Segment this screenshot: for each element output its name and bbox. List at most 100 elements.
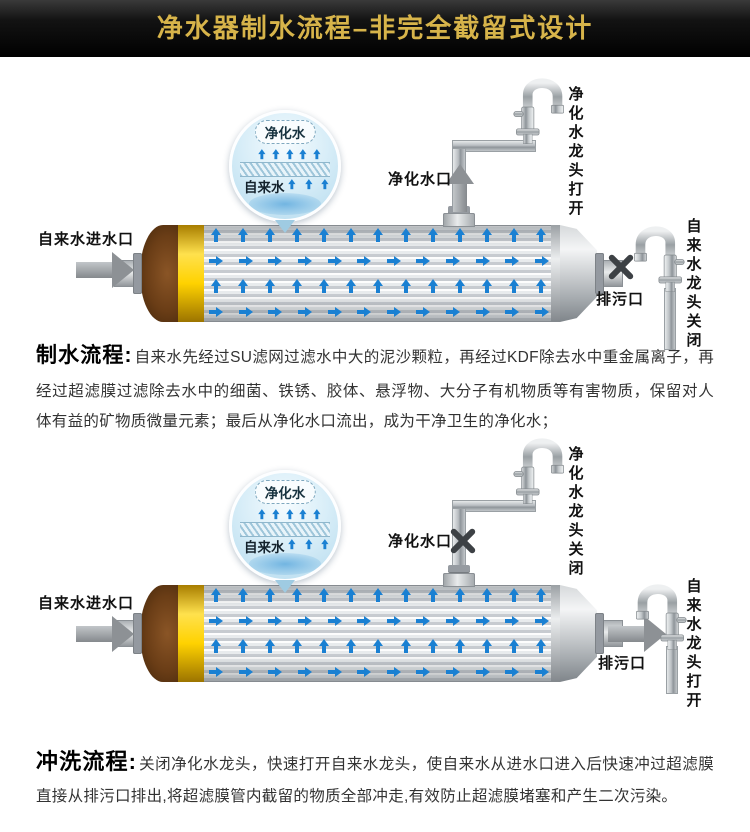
tap-water-faucet-icon [632,576,688,650]
up-arrow-icon [237,638,248,654]
up-arrow-icon [482,278,493,294]
right-arrow-icon [238,615,253,626]
inlet-label: 自来水进水口 [38,231,135,248]
up-arrow-icon [346,638,357,654]
tap-water-faucet-icon [630,218,686,292]
up-arrow-icon [210,638,221,654]
up-arrow-icon [427,278,438,294]
right-arrow-icon [475,306,490,317]
up-arrow-icon [287,179,296,190]
water-making-description: 制水流程:自来水先经过SU滤网过滤水中大的泥沙颗粒，再经过KDF除去水中重金属离… [36,336,714,437]
right-arrow-icon [475,666,490,677]
up-arrow-icon [320,539,329,550]
up-arrow-icon [271,509,279,520]
up-arrow-icon [210,278,221,294]
inlet-flow-arrow-icon [76,616,134,652]
up-arrow-icon [482,588,493,603]
membrane-hatch [240,162,330,177]
water [248,193,322,215]
right-arrow-icon [356,615,371,626]
section-title: 冲洗流程: [36,749,138,774]
up-arrow-icon [287,539,296,550]
up-arrow-icon [271,149,279,160]
right-arrow-icon [415,615,430,626]
up-arrow-icon [400,228,411,243]
outlet-pipe-horizontal [452,140,536,152]
up-arrow-icon [427,228,438,243]
right-arrow-icon [267,255,282,266]
header-bar: 净水器制水流程–非完全截留式设计 [0,0,750,57]
membrane-callout: 净化水 自来水 [229,470,341,593]
up-arrow-icon [291,588,302,603]
up-arrow-icon [400,638,411,654]
membrane-hatch [240,522,330,537]
right-arrow-icon [504,306,519,317]
right-arrow-icon [238,666,253,677]
up-arrow-icon [509,588,520,603]
tap-faucet-state-label: 自来水龙头打开 [684,578,702,711]
diagram-water-making: 净化水龙头打开 净化水口 净化水 自来水 [0,62,750,352]
up-arrow-icon [320,179,329,190]
right-arrow-icon [534,306,549,317]
up-arrow-icon [319,588,330,603]
up-arrow-icon [454,278,465,294]
right-arrow-icon [267,615,282,626]
faucet-supply-pipe [664,288,676,350]
right-arrow-icon [415,666,430,677]
right-arrow-icon [297,306,312,317]
tap-water-label: 自来水 [244,180,285,195]
membrane-flow-row [206,278,551,294]
up-arrow-icon [264,588,275,603]
faucet-supply-pipe [666,646,678,694]
drain-flange [595,253,604,294]
right-arrow-icon [356,306,371,317]
right-arrow-icon [297,615,312,626]
up-arrow-icon [427,588,438,603]
up-arrow-icon [312,149,321,160]
purified-faucet-state-label: 净化水龙头关闭 [566,446,584,579]
up-arrow-icon [237,278,248,294]
right-arrow-icon [386,306,401,317]
drain-flange [595,613,604,654]
feed-arrows [286,177,330,192]
callout-pointer [275,220,295,233]
feed-arrows [286,537,330,552]
up-arrow-icon [299,149,307,160]
right-arrow-icon [415,306,430,317]
up-arrow-icon [454,638,465,654]
up-arrow-icon [373,228,384,243]
up-arrow-icon [482,228,493,243]
right-arrow-icon [267,306,282,317]
outlet-port [443,573,475,587]
flow-arrows [206,588,551,679]
housing-ring [551,585,560,682]
callout-circle: 净化水 自来水 [229,110,341,222]
up-arrow-icon [454,228,465,243]
up-arrow-icon [454,588,465,603]
up-arrow-icon [346,278,357,294]
right-arrow-icon [475,615,490,626]
right-arrow-icon [267,666,282,677]
inlet-flange [133,253,142,294]
up-arrow-icon [291,278,302,294]
right-arrow-icon [534,255,549,266]
up-arrow-icon [427,638,438,654]
drain-label: 排污口 [596,291,645,308]
right-arrow-icon [208,666,223,677]
up-arrow-icon [482,638,493,654]
right-arrow-icon [327,615,342,626]
right-arrow-icon [504,615,519,626]
outlet-flow-up-arrow-icon [446,164,474,212]
outlet-pipe-flange [448,565,470,572]
right-arrow-icon [238,306,253,317]
up-arrow-icon [319,638,330,654]
up-arrow-icon [210,228,221,243]
up-arrow-icon [291,228,302,243]
membrane-flow-row [206,588,551,603]
up-arrow-icon [536,638,547,654]
purified-water-label: 净化水 [254,120,316,144]
membrane-flow-row [206,228,551,243]
up-arrow-icon [304,539,312,550]
up-arrow-icon [373,588,384,603]
up-arrow-icon [264,228,275,243]
